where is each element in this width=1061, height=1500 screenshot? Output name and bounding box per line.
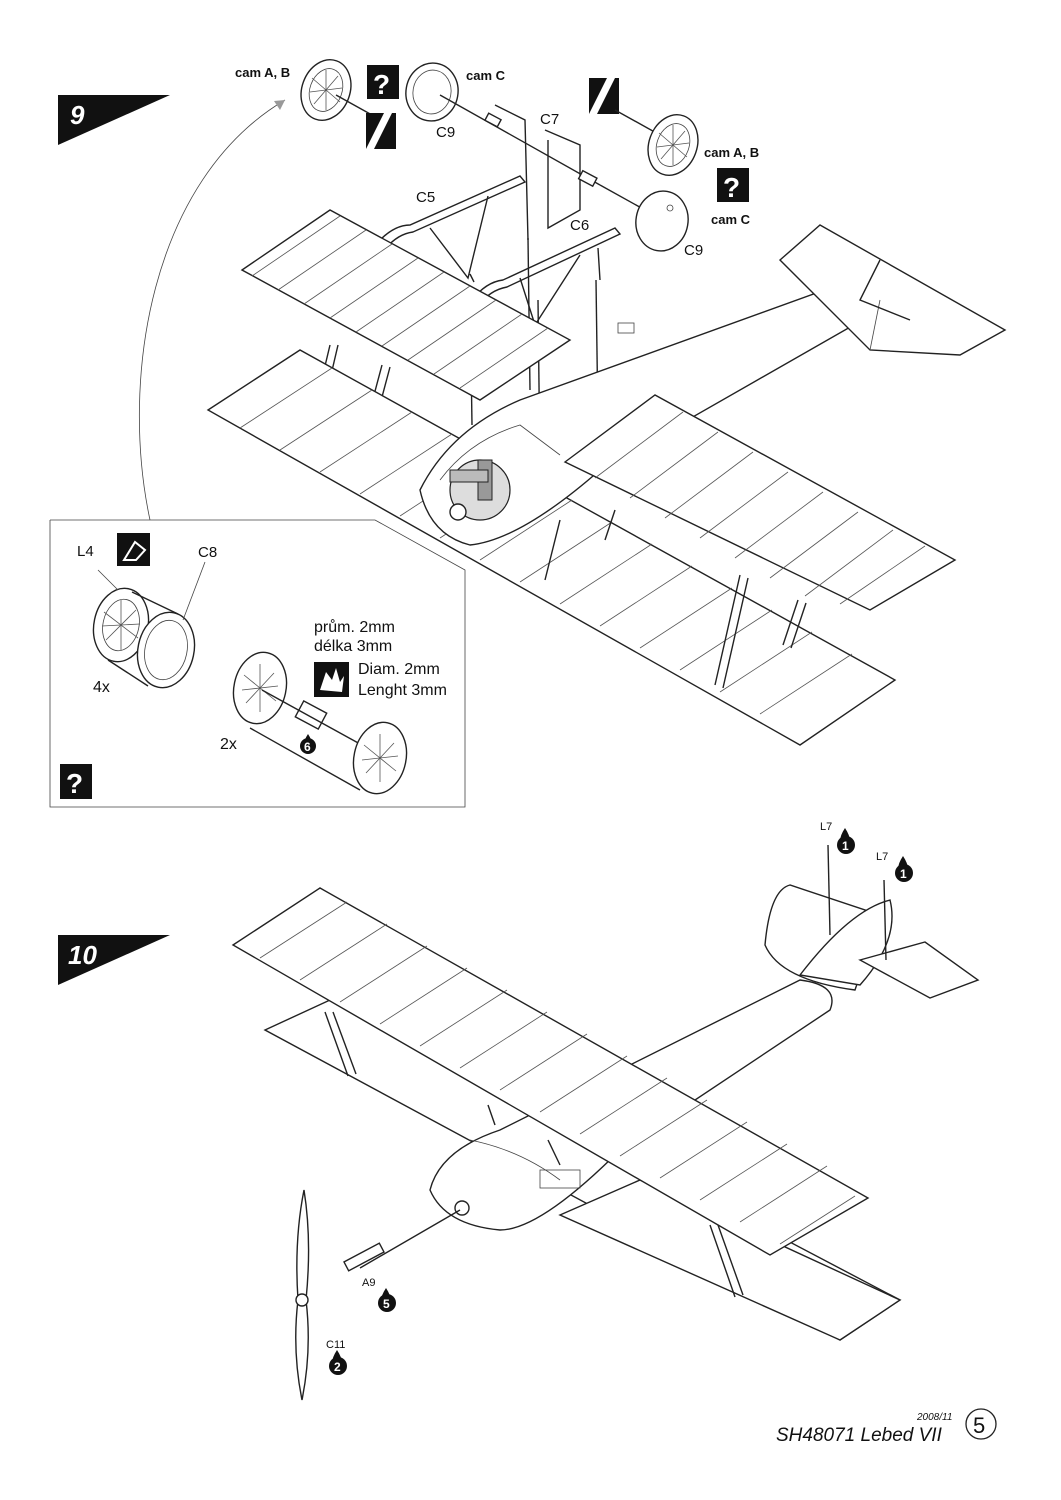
axle-line-right [599, 184, 646, 211]
axle-collar-left [483, 112, 503, 128]
label-c8: C8 [198, 544, 217, 561]
footer-date: 2008/11 [916, 1412, 952, 1423]
cut-icon [117, 533, 150, 566]
step-10-marker: 10 [58, 935, 170, 985]
step-9-number: 9 [70, 100, 85, 130]
inset-axle-sleeve [294, 700, 328, 730]
label-c9-left: C9 [436, 124, 455, 141]
paint-strip-icon-right [589, 78, 619, 114]
drip-5-icon: 5 [378, 1288, 396, 1312]
label-cam-c-right: cam C [711, 212, 751, 227]
inset-tire-c8 [136, 611, 196, 689]
axle-line-left [335, 94, 373, 116]
label-qty-4x: 4x [93, 679, 110, 696]
label-en-length: Lenght 3mm [358, 682, 447, 699]
step-9-marker: 9 [58, 95, 170, 145]
part-c5-strut [379, 175, 527, 283]
tailplane-step9 [778, 224, 1007, 356]
label-cam-ab-left: cam A, B [235, 65, 290, 80]
svg-text:?: ? [373, 69, 390, 100]
inset-wheel-pair-front [232, 651, 288, 725]
label-en-diam: Diam. 2mm [358, 661, 440, 678]
leader-l4 [97, 569, 119, 591]
cockpit-tab [617, 322, 635, 334]
tail-step10 [764, 884, 980, 999]
inset-wheel-pair-back [352, 721, 408, 795]
inset-dimension-line [249, 727, 361, 791]
wheel-left-spoked [300, 59, 352, 121]
callout-arrowhead [274, 100, 285, 110]
drip-6-icon: 6 [300, 734, 316, 754]
paint-strip-icon-left [366, 113, 396, 149]
part-a9-shaft [343, 1242, 385, 1272]
label-cz-length: délka 3mm [314, 638, 392, 655]
question-icon-left: ? [367, 65, 399, 100]
svg-text:?: ? [723, 172, 740, 203]
page-number-circle [965, 1408, 997, 1440]
label-c6: C6 [570, 217, 589, 234]
upper-wing-step10 [231, 887, 870, 1256]
leader-c8 [182, 561, 206, 621]
interplane-struts-step10 [324, 1011, 744, 1298]
hand-icon [314, 662, 349, 697]
label-cam-ab-right: cam A, B [704, 145, 759, 160]
drip-1b-number: 1 [900, 867, 907, 881]
question-icon-right: ? [717, 168, 749, 203]
tire-right [635, 190, 689, 252]
question-icon-inset: ? [60, 764, 92, 799]
propeller-c11 [295, 1189, 310, 1401]
inset-fit-line-bottom [107, 659, 149, 687]
assembly-arrows-step10 [359, 844, 887, 1269]
label-qty-2x: 2x [220, 736, 237, 753]
rotary-engine [449, 459, 511, 521]
step-10-number: 10 [68, 940, 97, 970]
part-c7-bracket [494, 104, 581, 241]
wheel-detail-inset: 6 ? L4 C8 4x 2x prům. 2mm délka 3mm Diam… [49, 519, 466, 808]
label-a9: A9 [362, 1277, 375, 1289]
svg-text:?: ? [66, 768, 83, 799]
drip-6-number: 6 [304, 740, 311, 754]
label-c5: C5 [416, 189, 435, 206]
label-c11: C11 [326, 1339, 345, 1351]
drip-5-number: 5 [383, 1297, 390, 1311]
footer-page-number: 5 [973, 1413, 985, 1438]
drip-1b-icon: 1 [895, 856, 913, 882]
label-l4: L4 [77, 543, 94, 560]
axle-line [439, 94, 601, 186]
drip-2-icon: 2 [329, 1350, 347, 1375]
tire-left [405, 62, 459, 122]
axle-collar-right [577, 169, 598, 188]
upper-wing-step9 [240, 209, 572, 401]
drip-2-number: 2 [334, 1360, 341, 1374]
wheel-right-spoked [647, 114, 699, 176]
label-c7: C7 [540, 111, 559, 128]
label-cam-c-left: cam C [466, 68, 506, 83]
drip-1a-number: 1 [842, 839, 849, 853]
callout-arrow [139, 99, 286, 521]
upper-wing-right-step9 [563, 394, 957, 611]
label-c9-right: C9 [684, 242, 703, 259]
interplane-struts-right [544, 509, 807, 689]
footer-kit-name: SH48071 Lebed VII [776, 1425, 943, 1446]
drip-1a-icon: 1 [837, 828, 855, 854]
inset-fit-line-top [131, 591, 179, 615]
label-cz-diam: prům. 2mm [314, 618, 395, 636]
label-l7-b: L7 [876, 851, 888, 863]
label-l7-a: L7 [820, 821, 832, 833]
